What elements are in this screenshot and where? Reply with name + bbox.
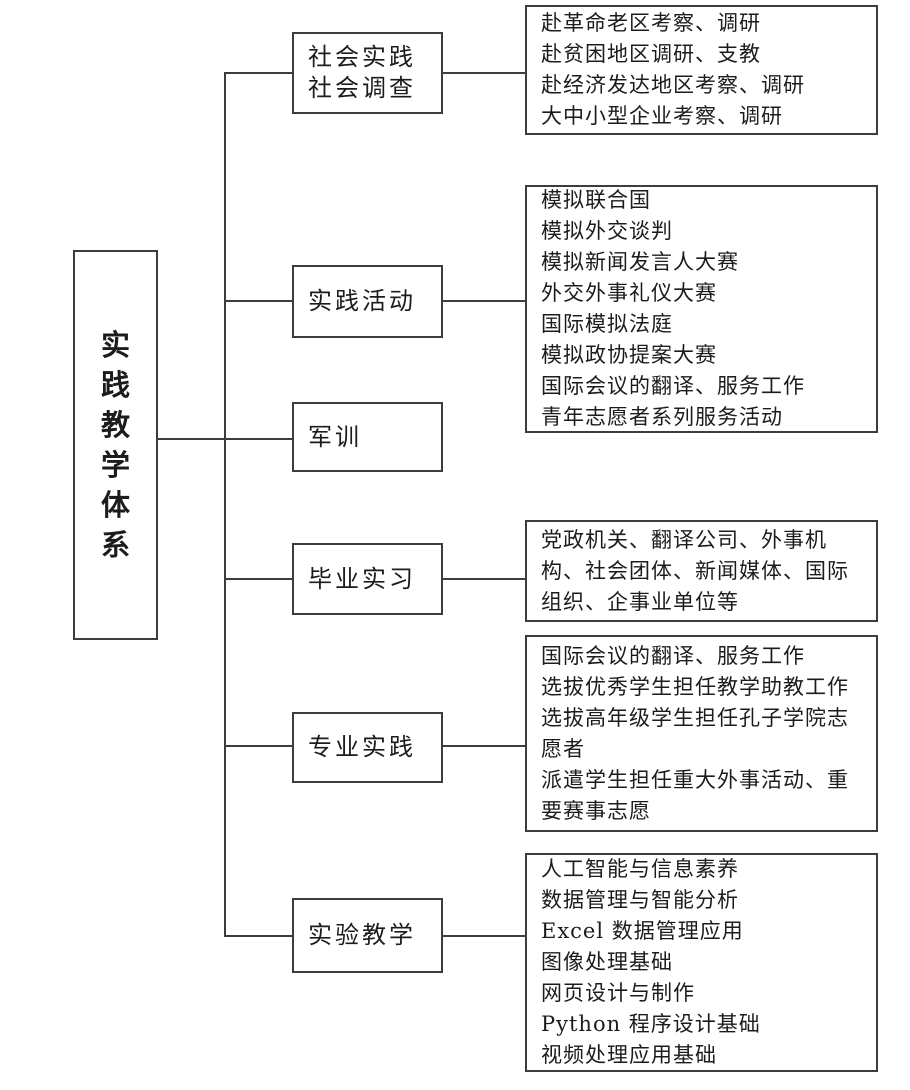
branch-connector-line <box>226 935 292 937</box>
branch-box-social-practice-survey: 社会实践 社会调查 <box>292 32 443 114</box>
branch-label: 军训 <box>308 422 362 451</box>
detail-item: 模拟政协提案大赛 <box>541 343 717 367</box>
detail-connector-line <box>443 72 525 74</box>
detail-item: 选拔优秀学生担任教学助教工作 <box>541 674 849 699</box>
detail-box-graduation-internship-items: 党政机关、翻译公司、外事机构、社会团体、新闻媒体、国际组织、企事业单位等 <box>525 520 878 622</box>
detail-item: 人工智能与信息素养 <box>541 857 739 881</box>
root-node-label: 实践教学体系 <box>100 328 130 562</box>
detail-item: 国际会议的翻译、服务工作 <box>541 643 805 668</box>
detail-item: 青年志愿者系列服务活动 <box>541 405 783 429</box>
detail-item: 模拟新闻发言人大赛 <box>541 250 739 274</box>
detail-item: 选拔高年级学生担任孔子学院志愿者 <box>541 705 849 761</box>
detail-item: Excel 数据管理应用 <box>541 919 744 943</box>
branch-box-practice-activities: 实践活动 <box>292 265 443 338</box>
root-to-trunk-connector-line <box>157 438 292 440</box>
branch-box-military-training: 军训 <box>292 402 443 472</box>
detail-item: 党政机关、翻译公司、外事机构、社会团体、新闻媒体、国际组织、企事业单位等 <box>541 527 849 614</box>
detail-box-practice-activities-items: 模拟联合国 模拟外交谈判 模拟新闻发言人大赛 外交外事礼仪大赛 国际模拟法庭 模… <box>525 185 878 433</box>
branch-label: 实验教学 <box>308 921 416 949</box>
branch-label: 社会实践 <box>308 43 416 71</box>
root-node-box: 实践教学体系 <box>73 250 158 640</box>
detail-connector-line <box>443 745 525 747</box>
detail-item: 模拟联合国 <box>541 188 651 212</box>
detail-item: 外交外事礼仪大赛 <box>541 281 717 305</box>
trunk-connector-line <box>224 72 226 937</box>
branch-connector-line <box>226 300 292 302</box>
branch-label: 社会调查 <box>308 74 416 102</box>
detail-connector-line <box>443 300 525 302</box>
detail-connector-line <box>443 935 525 937</box>
branch-connector-line <box>226 745 292 747</box>
branch-connector-line <box>226 578 292 580</box>
detail-item: 模拟外交谈判 <box>541 219 673 243</box>
detail-item: 网页设计与制作 <box>541 981 695 1005</box>
detail-item: 派遣学生担任重大外事活动、重要赛事志愿 <box>541 767 849 823</box>
detail-box-social-practice-items: 赴革命老区考察、调研 赴贫困地区调研、支教 赴经济发达地区考察、调研 大中小型企… <box>525 5 878 135</box>
detail-connector-line <box>443 578 525 580</box>
detail-item: 图像处理基础 <box>541 950 673 974</box>
detail-item: 数据管理与智能分析 <box>541 888 739 912</box>
detail-item: 国际会议的翻译、服务工作 <box>541 374 805 398</box>
detail-item: 赴经济发达地区考察、调研 <box>541 73 805 97</box>
branch-label: 毕业实习 <box>308 564 416 593</box>
detail-box-professional-practice-items: 国际会议的翻译、服务工作 选拔优秀学生担任教学助教工作 选拔高年级学生担任孔子学… <box>525 635 878 832</box>
detail-item: 大中小型企业考察、调研 <box>541 104 783 128</box>
branch-label: 实践活动 <box>308 287 416 315</box>
detail-item: Python 程序设计基础 <box>541 1012 761 1036</box>
detail-item: 视频处理应用基础 <box>541 1043 717 1067</box>
detail-box-experimental-teaching-items: 人工智能与信息素养 数据管理与智能分析 Excel 数据管理应用 图像处理基础 … <box>525 853 878 1072</box>
branch-box-professional-practice: 专业实践 <box>292 712 443 783</box>
branch-label: 专业实践 <box>308 733 416 761</box>
detail-item: 国际模拟法庭 <box>541 312 673 336</box>
branch-box-experimental-teaching: 实验教学 <box>292 898 443 973</box>
branch-connector-line <box>226 72 292 74</box>
detail-item: 赴贫困地区调研、支教 <box>541 42 761 66</box>
detail-item: 赴革命老区考察、调研 <box>541 11 761 35</box>
branch-box-graduation-internship: 毕业实习 <box>292 543 443 615</box>
